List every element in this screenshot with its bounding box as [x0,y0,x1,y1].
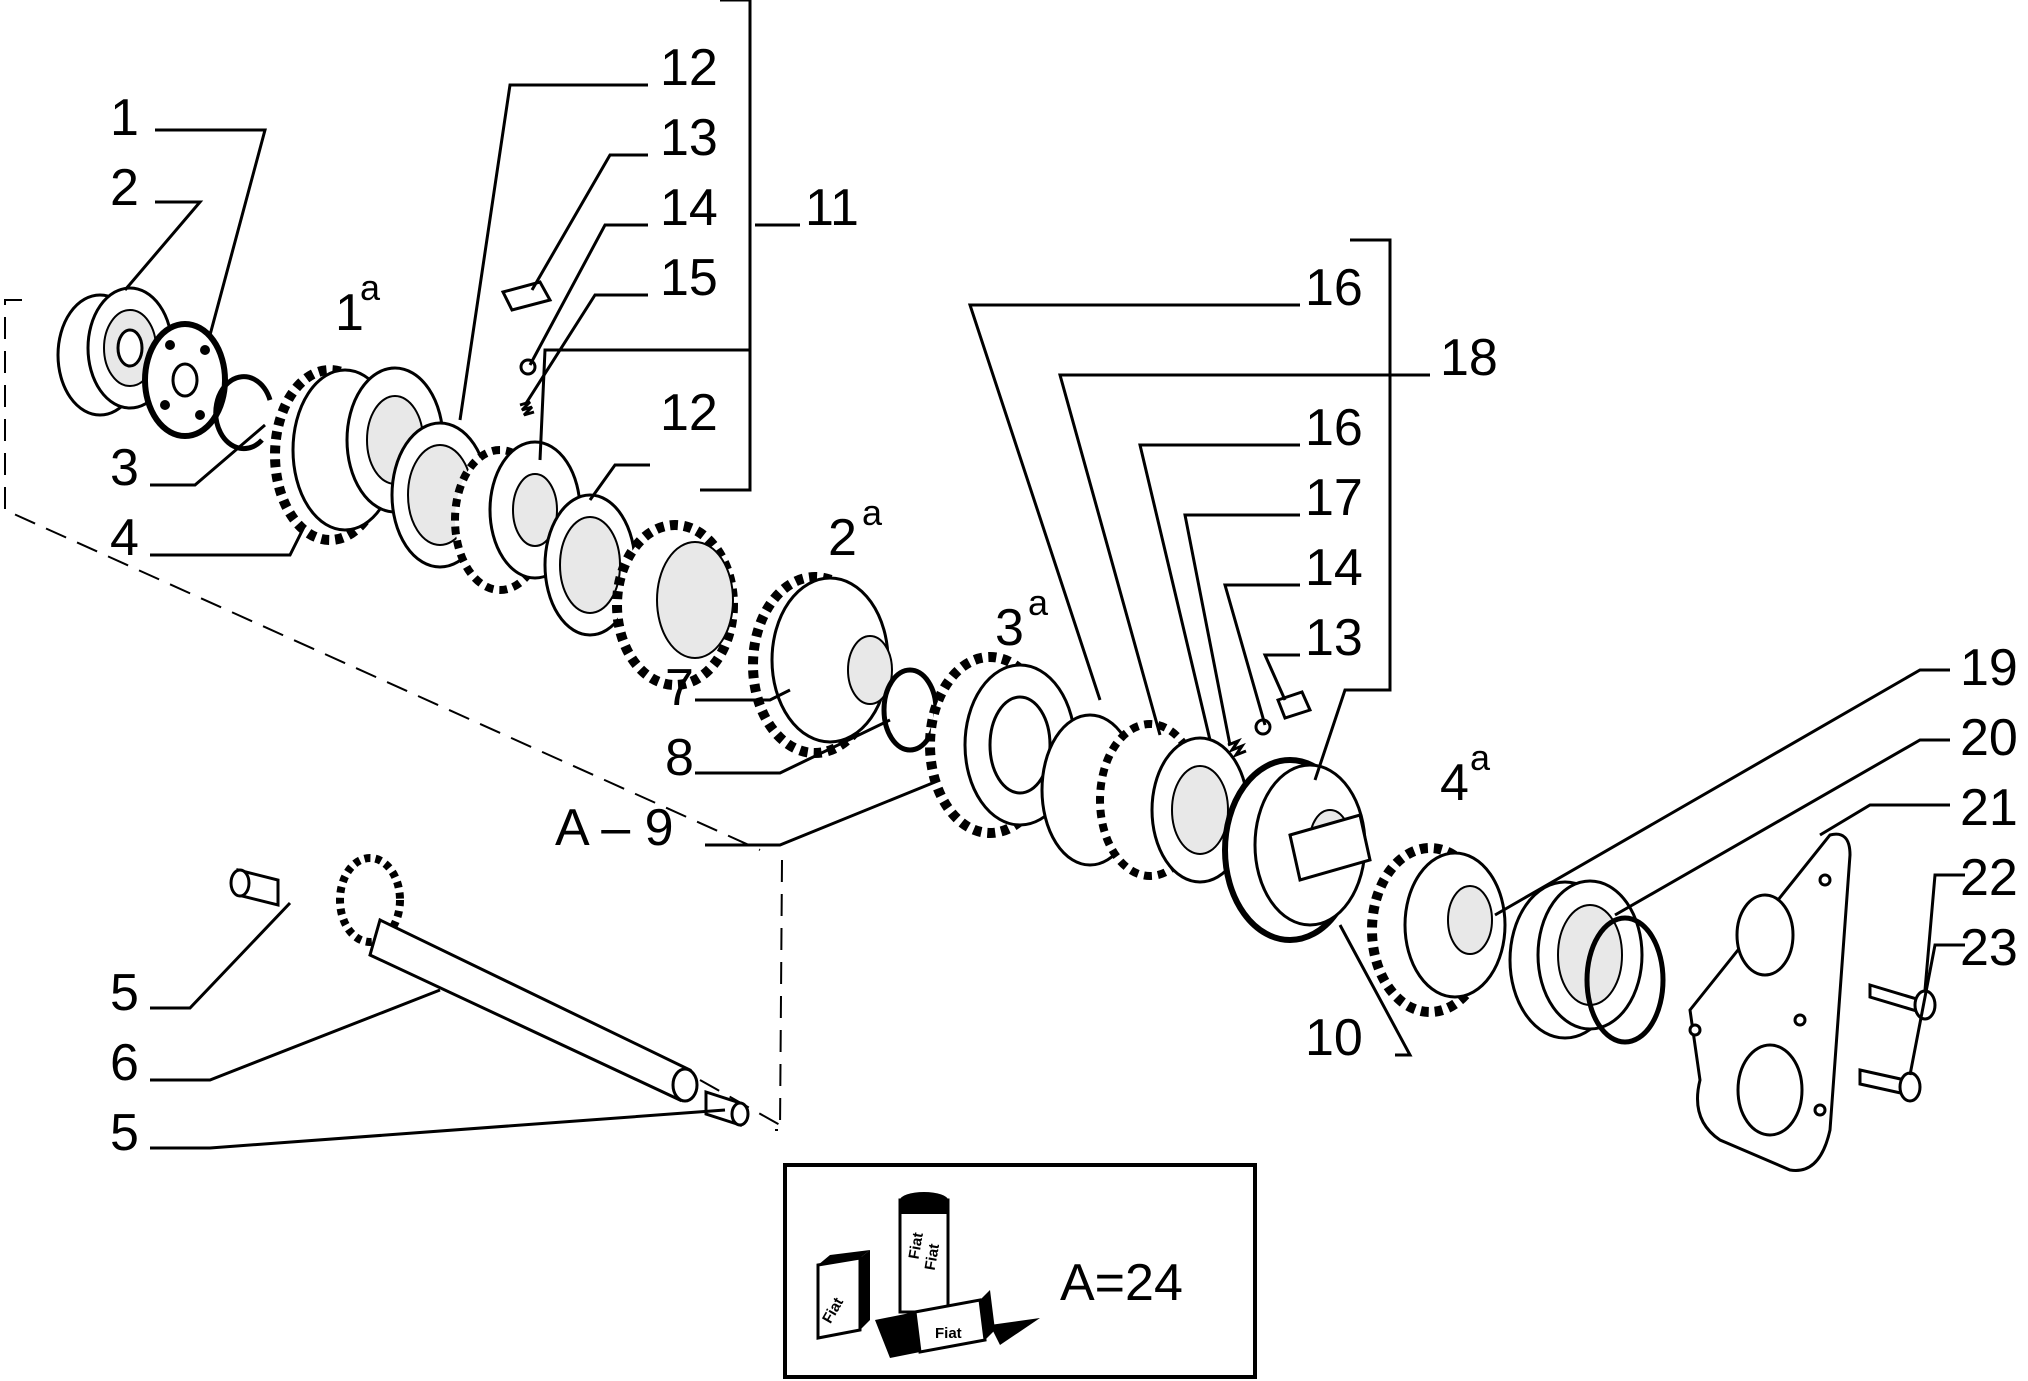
label-13-lower: 13 [1305,609,1363,667]
label-16-lower: 16 [1305,399,1363,457]
gear-second-ring [612,520,738,690]
label-1: 1 [110,89,139,147]
label-15: 15 [660,249,718,307]
fiat-box-left-icon: Fiat [816,1250,870,1340]
label-11: 11 [805,179,859,237]
label-17: 17 [1305,469,1363,527]
fiat-box-right-icon: Fiat [875,1290,1040,1358]
fiat-tube-icon: Fiat Fiat [898,1192,950,1314]
circlip-20 [1584,915,1666,1045]
screw-22 [1868,982,1937,1021]
label-18: 18 [1440,329,1498,387]
label-21: 21 [1960,779,2018,837]
gear-label-2: 2 [828,509,857,567]
label-a-9: A – 9 [555,799,674,857]
synchro-ring-10 [1222,757,1372,943]
bearing-19 [1508,879,1644,1040]
gear-label-1: 1 [335,284,364,342]
gear-label-4: 4 [1440,754,1469,812]
label-5-upper: 5 [110,964,139,1022]
label-12-lower: 12 [660,384,718,442]
synchro-ring-12-lower [543,493,637,637]
label-3: 3 [110,439,139,497]
screw-23 [1858,1068,1922,1103]
svg-text:Fiat: Fiat [906,1231,927,1260]
label-23: 23 [1960,919,2018,977]
label-12-upper: 12 [660,39,718,97]
label-2: 2 [110,159,139,217]
label-6: 6 [110,1034,139,1092]
cover-plate-21 [1688,832,1852,1172]
label-22: 22 [1960,849,2018,907]
gear-label-3-sup: a [1028,582,1049,623]
label-14-upper: 14 [660,179,718,237]
legend-text: A=24 [1060,1254,1183,1312]
bush-5-lower [704,1089,750,1128]
gear-fourth [1367,843,1507,1017]
label-8: 8 [665,729,694,787]
leader-lines [123,0,1965,1150]
label-7: 7 [665,659,694,717]
label-13-upper: 13 [660,109,718,167]
spring-17 [1227,737,1247,759]
label-4: 4 [110,509,139,567]
retaining-plate-2 [142,321,228,439]
snap-ring-3 [213,374,273,452]
label-19: 19 [1960,639,2018,697]
label-10: 10 [1305,1009,1363,1067]
svg-text:Fiat: Fiat [935,1325,962,1342]
gear-label-2-sup: a [862,492,883,533]
label-16-upper: 16 [1305,259,1363,317]
shaft-6 [336,854,699,1103]
gear-label-1-sup: a [360,267,381,308]
svg-text:Fiat: Fiat [922,1242,943,1271]
synchro-hub-16 [1040,713,1250,884]
label-14-lower: 14 [1305,539,1363,597]
detent-block-13-upper [500,280,553,312]
detent-block-13-lower [1276,690,1313,720]
gear-second-7 [748,572,893,758]
gear-label-3: 3 [995,599,1024,657]
sealant-legend: Fiat Fiat Fiat Fiat A=24 [783,1163,1257,1379]
label-5-lower: 5 [110,1104,139,1162]
bush-5-upper [229,868,280,907]
subassembly-boundary [4,299,783,1131]
gear-label-4-sup: a [1470,737,1491,778]
label-20: 20 [1960,709,2018,767]
gear-first [270,365,445,545]
